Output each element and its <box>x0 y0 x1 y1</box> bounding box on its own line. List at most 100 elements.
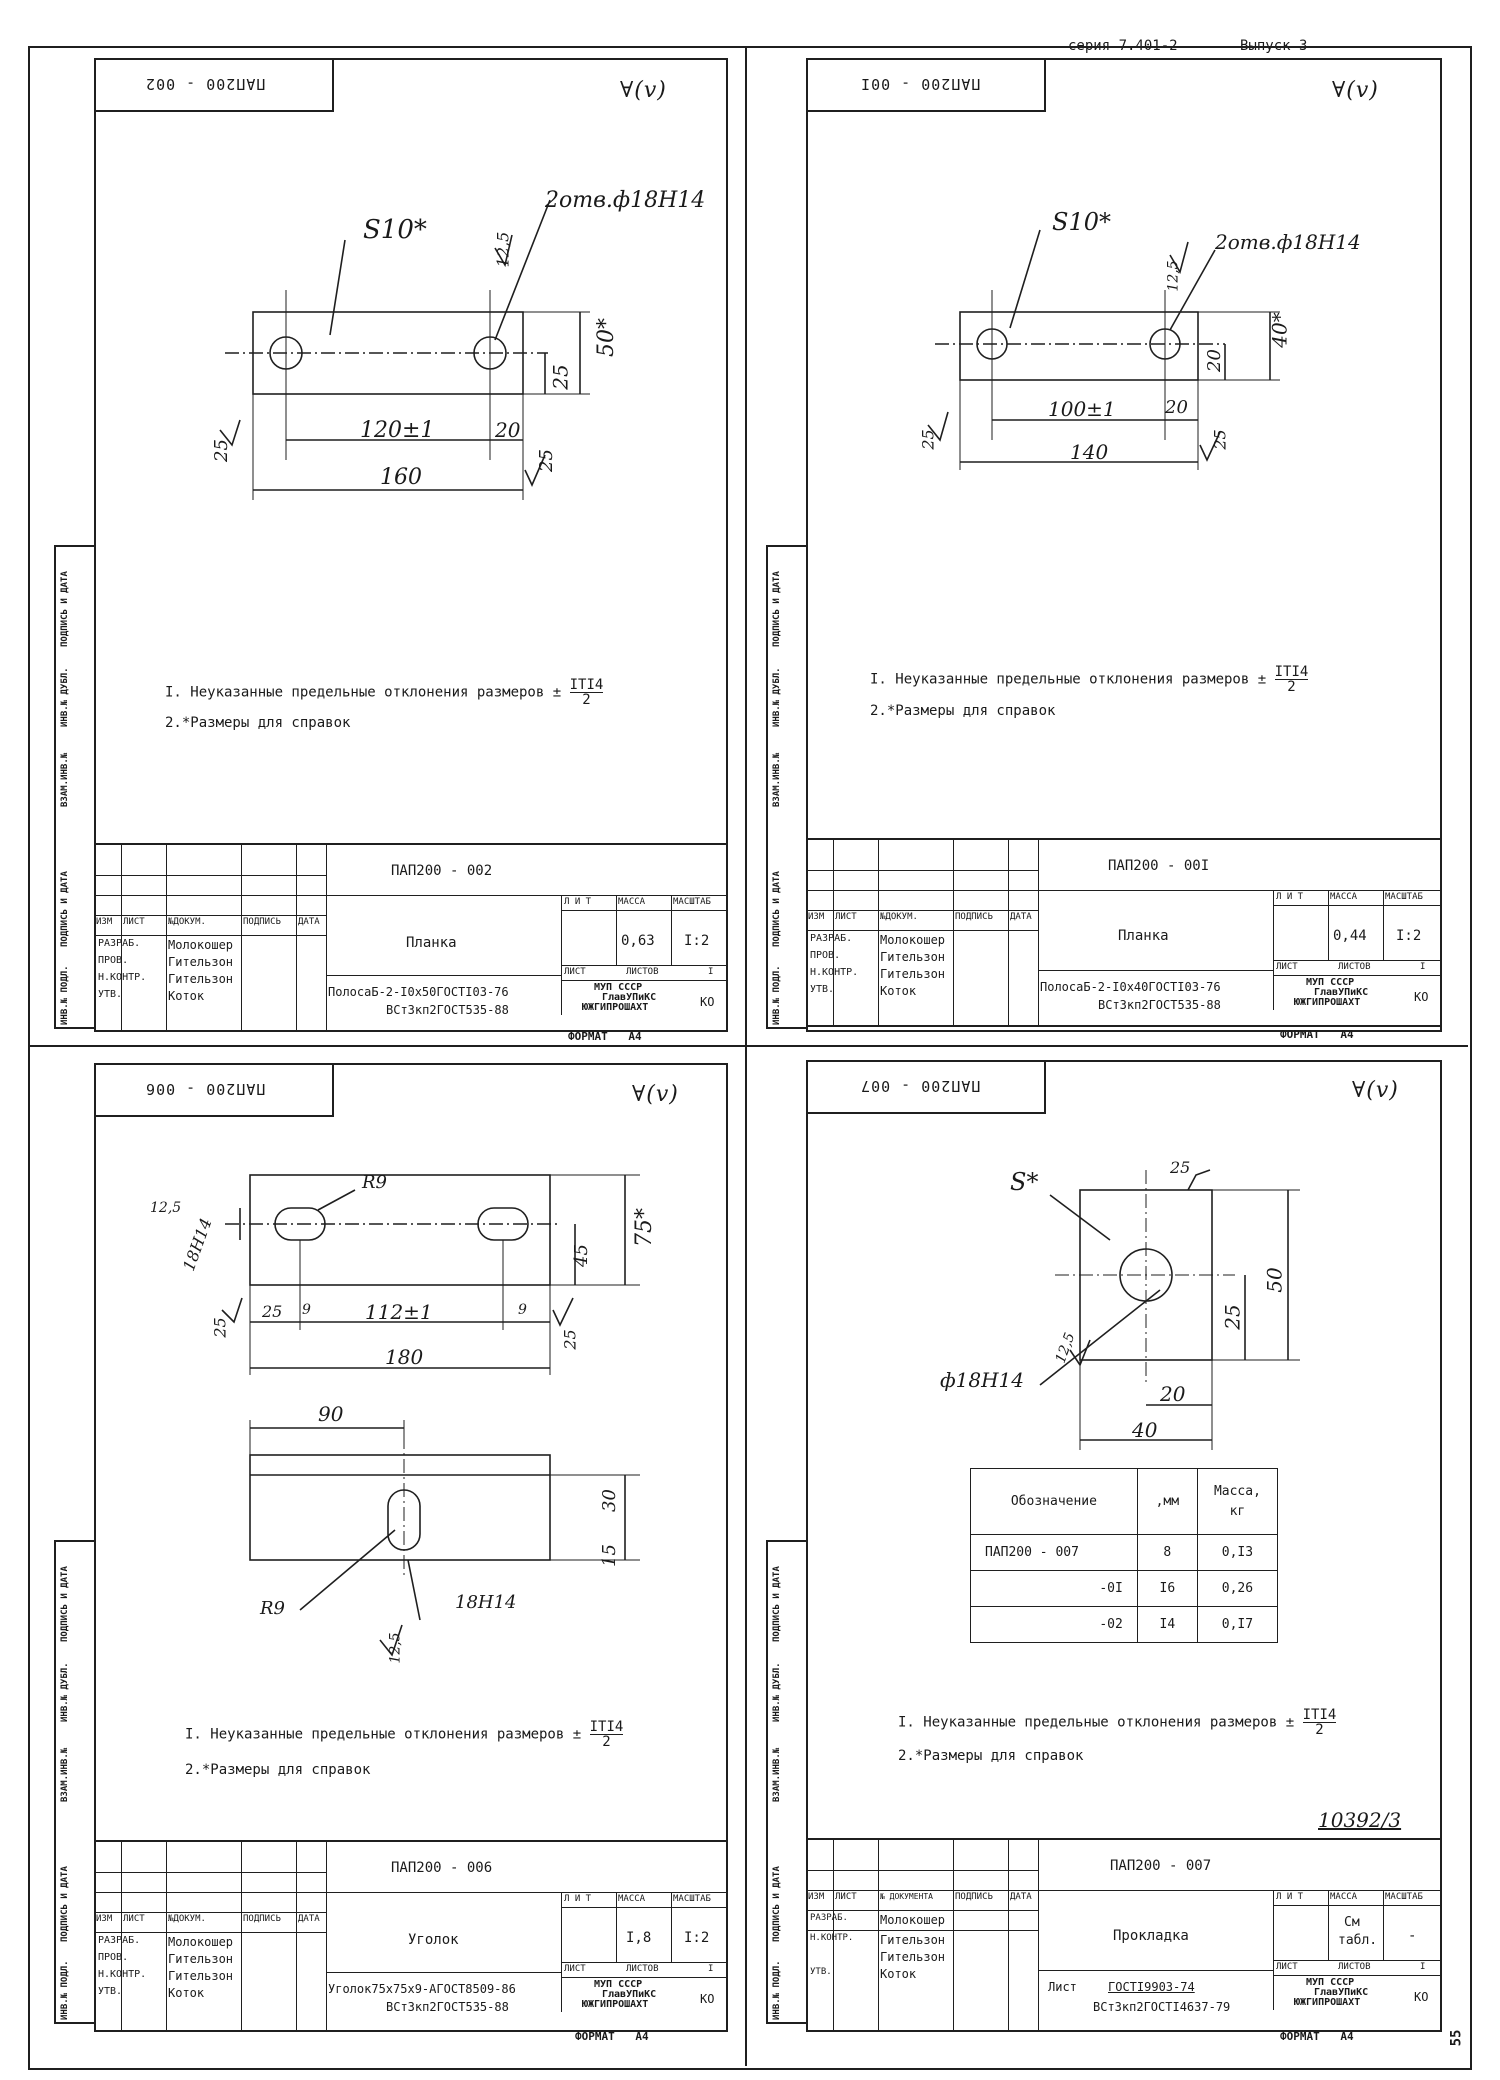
note-fraction-bottom: 2 <box>1287 679 1296 695</box>
rough-left: 25 <box>210 439 232 462</box>
dim-holes: 2отв.ф18Н14 <box>545 188 706 213</box>
rough-right: 25 <box>560 1329 580 1350</box>
dim-width: 40 <box>1132 1418 1158 1442</box>
tb-scale-value: - <box>1408 1928 1417 1944</box>
code-mirrored: ПАП200 - 002 <box>145 75 265 93</box>
tb-material1: ГОСТI9903-74 <box>1108 1980 1195 1994</box>
strip-label: ИНВ.№ ДУБЛ. <box>60 667 70 727</box>
tb-scale-value: I:2 <box>684 1930 710 1946</box>
note-fraction-bottom: 2 <box>1315 1722 1324 1738</box>
tb-utv-name: Коток <box>168 989 205 1003</box>
strip-label: ПОДПИСЬ И ДАТА <box>60 871 70 947</box>
tb-listov-value: I <box>708 1964 714 1974</box>
tb-prov: ПРОВ. <box>810 950 841 961</box>
dim-half-height: 20 <box>1203 349 1225 372</box>
tb-izm: ИЗМ <box>808 1892 825 1902</box>
tb-code: ПАП200 - 006 <box>391 1860 493 1876</box>
tb-prov-name: Гительзон <box>168 1952 234 1966</box>
dim-edge: 25 <box>262 1302 283 1321</box>
tb-prov: ПРОВ. <box>98 955 129 966</box>
tb-nkontr-name: Гительзон <box>168 1969 234 1983</box>
tb-listov-value: I <box>1420 962 1426 972</box>
dim-half-width: 20 <box>1160 1382 1186 1406</box>
title-block: ИЗМ ЛИСТ №ДОКУМ. ПОДПИСЬ ДАТА РАЗРАБ. Мо… <box>94 1840 728 2032</box>
dim-slot-front: 18Н14 <box>455 1592 517 1613</box>
tb-nkontr: Н.КОНТР. <box>98 1969 147 1980</box>
tb-list: ЛИСТ <box>835 1892 857 1902</box>
code-box-mirrored <box>94 1063 334 1117</box>
table-cell: ПАП200 - 007 <box>970 1534 1138 1571</box>
center-divider-vertical <box>745 46 747 2066</box>
tb-mass-value: 0,44 <box>1333 928 1367 944</box>
rough-hole: 12,5 <box>1165 260 1182 292</box>
strip-label: ИНВ.№ ДУБЛ. <box>772 667 782 727</box>
org-stamp: МУП СССР ГлавУПиКС ЮЖГИПРОШАХТ <box>1276 978 1406 1008</box>
org-line2: ГлавУПиКС <box>1314 987 1369 998</box>
tb-lit: Л И Т <box>564 1894 592 1904</box>
tb-material2: ВСт3кп2ГОСТ535-88 <box>386 2000 509 2014</box>
roughness-mark: ∀(v) <box>1332 78 1379 103</box>
org-line1: МУП СССР <box>1306 977 1355 988</box>
dim-rough-top: 25 <box>1170 1158 1191 1177</box>
dim-height: 50* <box>594 318 619 357</box>
note-1: I. Неуказанные предельные отклонения раз… <box>870 664 1309 695</box>
org-stamp: МУП СССР ГлавУПиКС ЮЖГИПРОШАХТ <box>564 1980 694 2010</box>
tb-utv-name: Коток <box>168 1986 205 2000</box>
code-mirrored: ПАП200 - 007 <box>860 1077 980 1095</box>
tb-data: ДАТА <box>298 1914 320 1924</box>
format-value: А4 <box>635 2030 649 2043</box>
table-row: -0I I6 0,26 <box>970 1570 1279 1607</box>
variants-table: Обозначение ,мм Масса, кг ПАП200 - 007 8… <box>970 1468 1279 1643</box>
table-header-mass-line2: кг <box>1229 1503 1246 1519</box>
strip-label: ВЗАМ.ИНВ.№ <box>772 752 782 807</box>
org-line3: ЮЖГИПРОШАХТ <box>1294 997 1361 1008</box>
handwritten-number: 10392/3 <box>1318 1808 1402 1832</box>
code-mirrored: ПАП200 - 00I <box>860 75 980 93</box>
table-row: ПАП200 - 007 8 0,I3 <box>970 1534 1279 1571</box>
tb-prov: ПРОВ. <box>98 1952 129 1963</box>
code-box-mirrored <box>94 58 334 112</box>
tb-utv: УТВ. <box>98 989 123 1000</box>
note-fraction-bottom: 2 <box>582 692 591 708</box>
note-fraction-top: IТI4 <box>569 677 604 693</box>
note-1-text: I. Неуказанные предельные отклонения раз… <box>898 1714 1295 1731</box>
code-mirrored: ПАП200 - 006 <box>145 1080 265 1098</box>
note-fraction-top: IТI4 <box>1274 664 1309 680</box>
tb-listov: ЛИСТОВ <box>626 1964 659 1974</box>
side-strip: ИНВ.№ ПОДЛ. ПОДПИСЬ И ДАТА ВЗАМ.ИНВ.№ ИН… <box>54 545 98 1029</box>
tb-name: Уголок <box>408 1932 459 1948</box>
roughness-mark: ∀(v) <box>620 78 667 103</box>
tb-nkontr-name: Гительзон <box>880 967 946 981</box>
tb-listov: ЛИСТОВ <box>1338 962 1371 972</box>
strip-label: ПОДПИСЬ И ДАТА <box>772 571 782 647</box>
tb-masshtab: МАСШТАБ <box>673 1894 711 1904</box>
tb-ndok: № ДОКУМЕНТА <box>880 1892 933 1901</box>
tb-data: ДАТА <box>1010 1892 1032 1902</box>
tb-masshtab: МАСШТАБ <box>673 897 711 907</box>
tb-lit: Л И Т <box>564 897 592 907</box>
table-cell: -0I <box>970 1570 1138 1607</box>
dim-hole-pitch: 120±1 <box>360 418 435 443</box>
note-fraction-top: IТI4 <box>589 1719 624 1735</box>
tb-scale-value: I:2 <box>684 933 710 949</box>
center-divider-horizontal <box>28 1045 1468 1047</box>
tb-code: ПАП200 - 002 <box>391 863 493 879</box>
org-line1: МУП СССР <box>594 1979 643 1990</box>
dim-nine-left: 9 <box>302 1302 311 1318</box>
tb-list: ЛИСТ <box>835 912 857 922</box>
side-strip: ИНВ.№ ПОДЛ. ПОДПИСЬ И ДАТА ВЗАМ.ИНВ.№ ИН… <box>766 545 810 1029</box>
tb-izm: ИЗМ <box>96 1914 113 1924</box>
tb-masshtab: МАСШТАБ <box>1385 1892 1423 1902</box>
tb-mass-line2: табл. <box>1338 1933 1378 1948</box>
dim-total-length: 180 <box>385 1345 424 1369</box>
rough-right: 25 <box>1210 429 1230 450</box>
tb-prov-name: Гительзон <box>880 950 946 964</box>
tb-utv: УТВ. <box>810 984 835 995</box>
table-cell: I6 <box>1136 1570 1198 1607</box>
dim-hole-pitch: 100±1 <box>1048 397 1116 421</box>
tb-listov: ЛИСТОВ <box>1338 1962 1371 1972</box>
dim-nine-right: 9 <box>518 1302 527 1318</box>
tb-podpis: ПОДПИСЬ <box>955 1892 993 1902</box>
format-value: А4 <box>1340 1028 1354 1041</box>
tb-listov-value: I <box>1420 1962 1426 1972</box>
